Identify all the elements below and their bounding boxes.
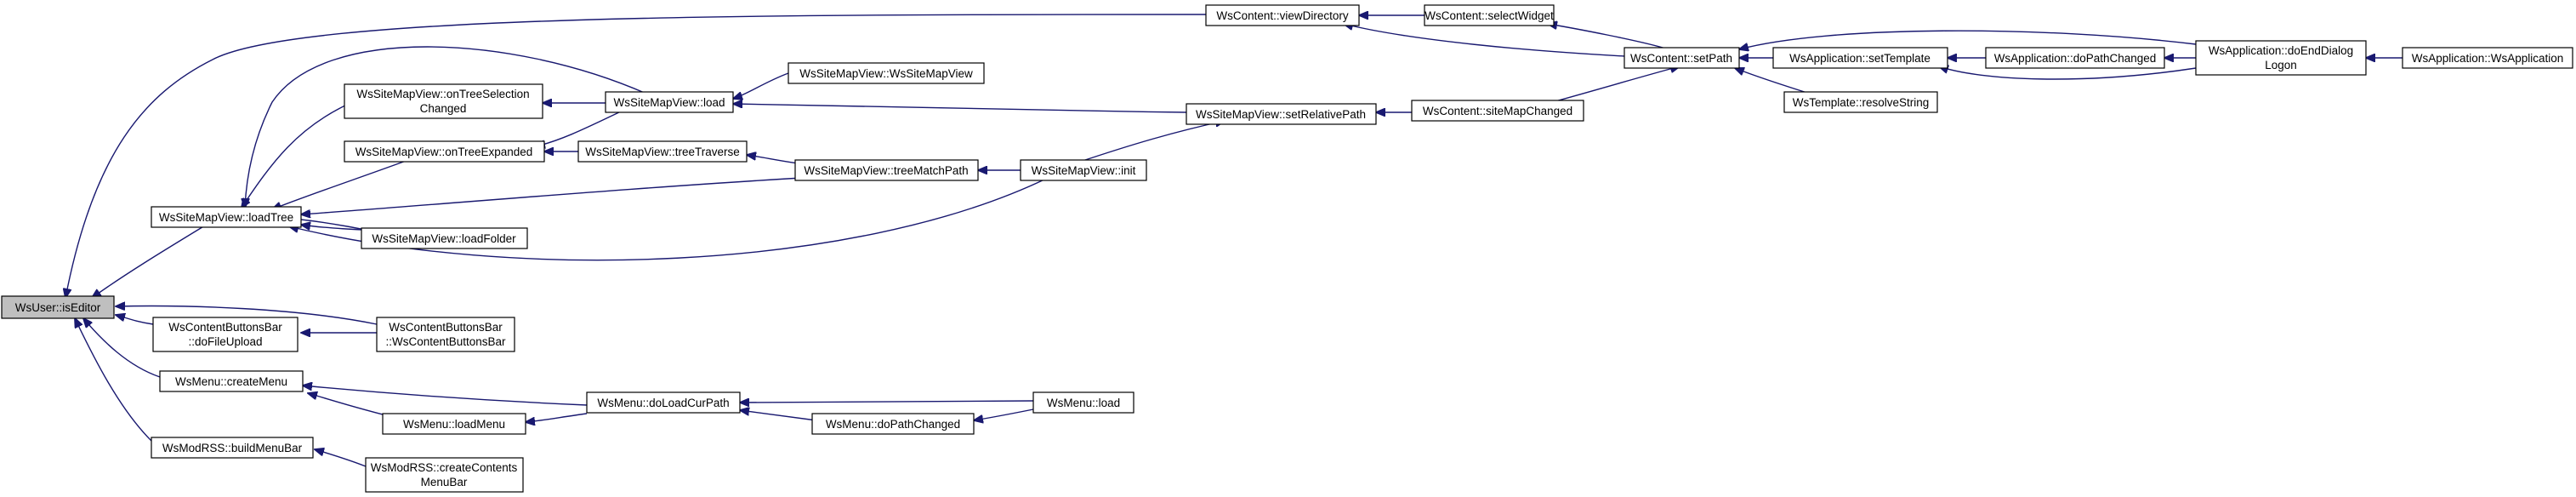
node-label: WsContentButtonsBar: [389, 321, 503, 334]
node-ws-menu-do-path-changed[interactable]: WsMenu::doPathChanged: [811, 413, 975, 435]
node-label: WsSiteMapView::treeTraverse: [585, 146, 740, 158]
edge-siteMapViewCtor-to-smvLoad: [733, 72, 789, 99]
node-label: WsSiteMapView::onTreeExpanded: [355, 146, 533, 158]
node-ws-user-is-editor[interactable]: WsUser::isEditor: [1, 295, 115, 319]
edge-onTreeExpanded-to-loadTree: [272, 159, 409, 209]
node-label: WsMenu::loadMenu: [403, 418, 505, 431]
node-ws-site-map-view-init[interactable]: WsSiteMapView::init: [1020, 159, 1147, 181]
node-label: WsModRSS::createContents: [371, 461, 518, 474]
node-label: WsApplication::doEndDialog: [2209, 44, 2353, 57]
node-ws-mod-rss-build-menu-bar[interactable]: WsModRSS::buildMenuBar: [151, 437, 314, 459]
node-label: WsMenu::load: [1047, 397, 1120, 409]
node-ws-template-resolve-string[interactable]: WsTemplate::resolveString: [1783, 91, 1938, 113]
edge-buildMenuBar-to-isEditor: [75, 318, 152, 442]
edge-doLoadCurPath-to-loadMenu: [526, 413, 588, 422]
node-label: WsSiteMapView::loadTree: [159, 211, 293, 224]
node-label: WsMenu::createMenu: [175, 375, 287, 388]
edge-menuLoad-to-doLoadCurPath: [740, 401, 1034, 403]
node-label: WsContent::selectWidget: [1424, 9, 1554, 22]
node-label: WsApplication::doPathChanged: [1994, 52, 2157, 65]
node-ws-content-buttons-bar-do-file-upload[interactable]: WsContentButtonsBar ::doFileUpload: [152, 317, 299, 352]
node-label: MenuBar: [421, 476, 468, 488]
node-ws-menu-load-menu[interactable]: WsMenu::loadMenu: [382, 413, 526, 435]
node-ws-application-do-end-dialog-logon[interactable]: WsApplication::doEndDialog Logon: [2195, 40, 2367, 76]
node-label: WsModRSS::buildMenuBar: [162, 442, 303, 454]
edges: [65, 14, 2403, 467]
node-label: WsSiteMapView::WsSiteMapView: [799, 67, 973, 80]
node-ws-content-select-widget[interactable]: WsContent::selectWidget: [1424, 4, 1555, 26]
node-label: WsMenu::doLoadCurPath: [597, 397, 729, 409]
node-ws-mod-rss-create-contents-menu-bar[interactable]: WsModRSS::createContents MenuBar: [365, 457, 524, 493]
node-label: WsApplication::WsApplication: [2412, 52, 2564, 65]
node-ws-site-map-view-load-folder[interactable]: WsSiteMapView::loadFolder: [361, 227, 528, 249]
node-label: WsSiteMapView::load: [613, 96, 725, 109]
node-label: WsSiteMapView::setRelativePath: [1196, 108, 1366, 121]
edge-menuLoad-to-menuDoPathChanged: [974, 408, 1034, 420]
node-label: WsContent::viewDirectory: [1216, 9, 1349, 22]
node-ws-site-map-view-ctor[interactable]: WsSiteMapView::WsSiteMapView: [788, 62, 985, 84]
edge-doEndDialogLogon-to-setPath: [1739, 30, 2197, 49]
node-ws-site-map-view-tree-traverse[interactable]: WsSiteMapView::treeTraverse: [577, 140, 748, 163]
node-label: WsContentButtonsBar: [168, 321, 282, 334]
edge-createMenu-to-isEditor: [83, 318, 161, 378]
edge-setRelativePath-to-smvLoad: [733, 104, 1187, 113]
node-ws-site-map-view-tree-match-path[interactable]: WsSiteMapView::treeMatchPath: [794, 159, 979, 181]
node-ws-site-map-view-set-relative-path[interactable]: WsSiteMapView::setRelativePath: [1186, 103, 1377, 125]
node-label: WsMenu::doPathChanged: [826, 418, 960, 431]
node-ws-application-set-template[interactable]: WsApplication::setTemplate: [1772, 47, 1948, 69]
node-label: WsTemplate::resolveString: [1793, 96, 1930, 109]
edge-resolveString-to-setPath: [1735, 68, 1811, 94]
node-label: WsSiteMapView::onTreeSelection: [356, 88, 529, 100]
node-label: ::WsContentButtonsBar: [385, 335, 506, 348]
edge-onTreeSelectionChanged-to-loadTree: [242, 103, 350, 208]
node-ws-site-map-view-load-tree[interactable]: WsSiteMapView::loadTree: [151, 206, 302, 228]
edge-smvLoad-to-loadTree: [245, 46, 647, 208]
node-label: WsUser::isEditor: [15, 301, 101, 314]
node-label: Changed: [420, 102, 467, 115]
node-ws-application-ctor[interactable]: WsApplication::WsApplication: [2402, 47, 2573, 69]
edge-viewDirectory-to-isEditor: [65, 14, 1207, 298]
edge-loadTree-to-isEditor: [92, 222, 210, 298]
node-ws-content-view-directory[interactable]: WsContent::viewDirectory: [1205, 4, 1360, 26]
node-label: WsApplication::setTemplate: [1789, 52, 1931, 65]
nodes: WsUser::isEditor WsContent::viewDirector…: [1, 4, 2573, 493]
edge-setPath-to-selectWidget: [1548, 24, 1669, 50]
edge-siteMapChanged-to-setPath: [1545, 66, 1680, 105]
edge-menuDoPathChanged-to-doLoadCurPath: [740, 410, 817, 421]
node-ws-menu-do-load-cur-path[interactable]: WsMenu::doLoadCurPath: [586, 391, 741, 414]
edge-doFileUpload-to-isEditor: [116, 315, 154, 325]
edge-doLoadCurPath-to-createMenu: [303, 386, 588, 406]
node-ws-menu-create-menu[interactable]: WsMenu::createMenu: [159, 370, 304, 392]
node-ws-site-map-view-on-tree-selection-changed[interactable]: WsSiteMapView::onTreeSelection Changed: [344, 83, 543, 119]
node-label: WsSiteMapView::treeMatchPath: [804, 164, 968, 177]
edge-createContentsMenuBar-to-buildMenuBar: [315, 449, 367, 467]
node-ws-site-map-view-load[interactable]: WsSiteMapView::load: [605, 91, 734, 113]
node-label: WsSiteMapView::loadFolder: [372, 232, 516, 245]
edge-cbbCtor-to-isEditor: [116, 306, 378, 325]
node-ws-menu-load[interactable]: WsMenu::load: [1032, 391, 1134, 414]
edge-treeMatchPath-to-loadTree: [301, 176, 817, 214]
edge-setRelativePath-to-smvInit: [1079, 121, 1225, 163]
node-label: Logon: [2265, 59, 2297, 71]
edge-setPath-to-viewDirectory: [1344, 24, 1625, 57]
node-label: WsContent::setPath: [1630, 52, 1732, 65]
node-label: WsContent::siteMapChanged: [1423, 105, 1572, 117]
node-ws-content-buttons-bar-ctor[interactable]: WsContentButtonsBar ::WsContentButtonsBa…: [376, 317, 515, 352]
node-ws-content-set-path[interactable]: WsContent::setPath: [1624, 47, 1740, 69]
node-label: WsSiteMapView::init: [1032, 164, 1136, 177]
node-ws-content-site-map-changed[interactable]: WsContent::siteMapChanged: [1411, 100, 1584, 122]
node-label: ::doFileUpload: [188, 335, 262, 348]
node-ws-application-do-path-changed[interactable]: WsApplication::doPathChanged: [1985, 47, 2165, 69]
node-ws-site-map-view-on-tree-expanded[interactable]: WsSiteMapView::onTreeExpanded: [344, 140, 545, 163]
edge-doEndDialogLogon-to-setTemplate: [1939, 66, 2197, 80]
